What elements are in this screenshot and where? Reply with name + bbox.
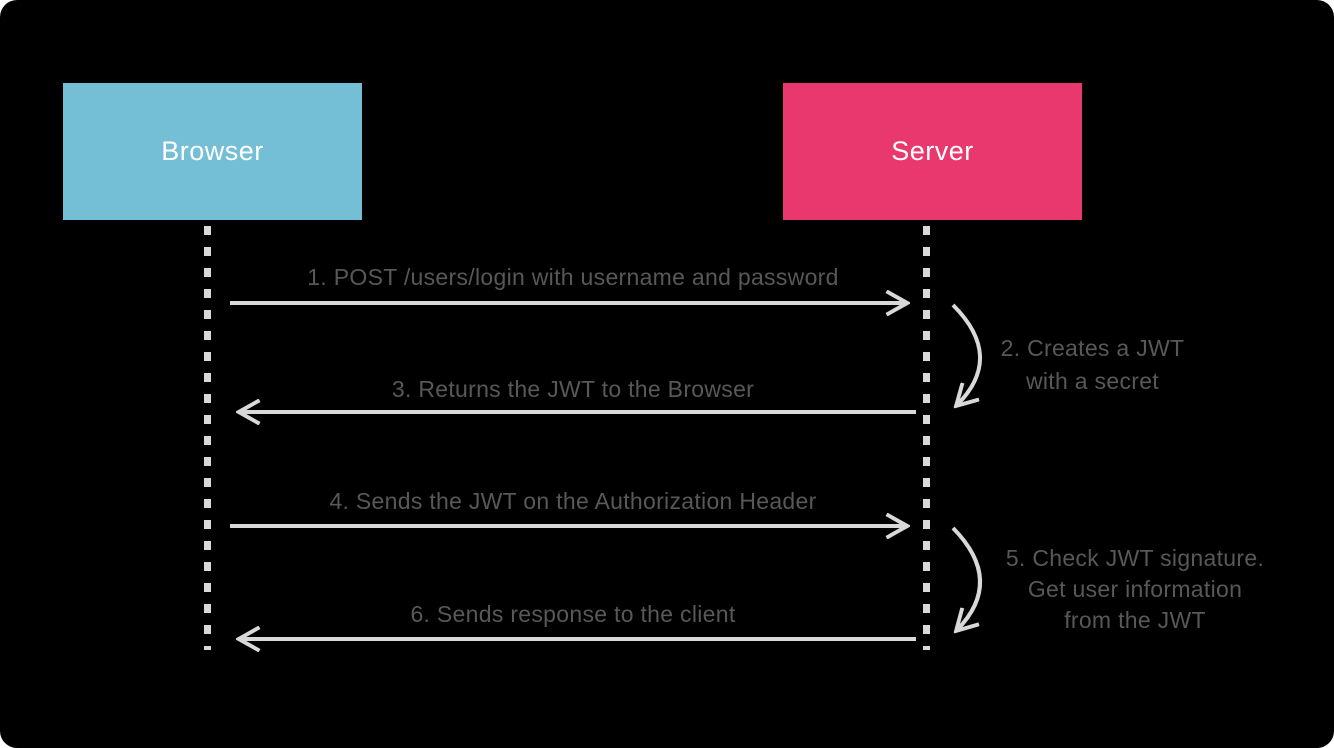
- annotation-2-line-1: 2. Creates a JWT: [1000, 335, 1185, 361]
- message-1-label: 1. POST /users/login with username and p…: [307, 264, 839, 290]
- server-actor-label: Server: [891, 136, 974, 166]
- message-6-label: 6. Sends response to the client: [410, 601, 736, 627]
- message-4-label: 4. Sends the JWT on the Authorization He…: [329, 488, 817, 514]
- annotation-5-line-1: 5. Check JWT signature.: [1005, 545, 1265, 571]
- annotation-5-line-3: from the JWT: [1064, 607, 1206, 633]
- annotation-2-line-2: with a secret: [1025, 368, 1159, 394]
- server-self-arrow-5-icon: [951, 526, 982, 630]
- browser-actor-label: Browser: [161, 136, 264, 166]
- annotation-5-line-2: Get user information: [1027, 576, 1243, 602]
- server-actor-box: Server: [783, 83, 1082, 220]
- server-self-arrow-2-icon: [951, 303, 982, 405]
- message-3-label: 3. Returns the JWT to the Browser: [391, 376, 755, 402]
- annotation-5: 5. Check JWT signature. Get user informa…: [995, 543, 1275, 636]
- browser-actor-box: Browser: [63, 83, 362, 220]
- annotation-2: 2. Creates a JWT with a secret: [985, 332, 1200, 398]
